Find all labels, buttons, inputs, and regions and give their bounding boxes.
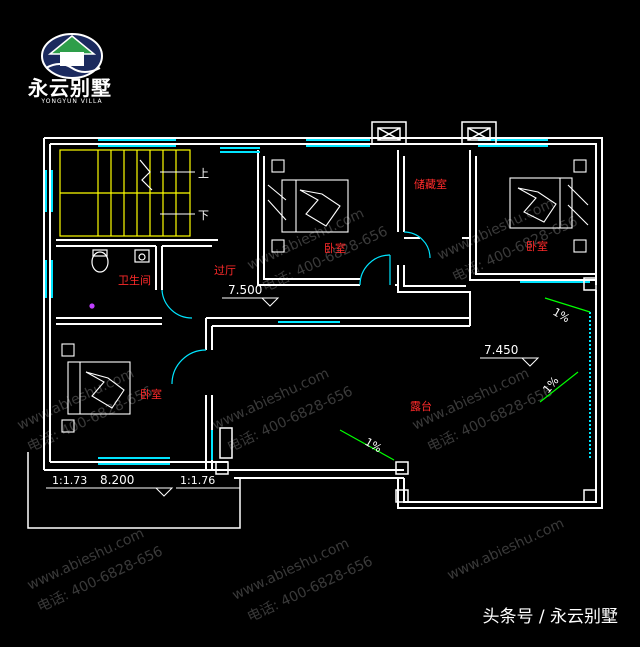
bedroom3-furniture bbox=[61, 343, 131, 433]
bathroom-fixtures bbox=[89, 249, 150, 309]
elevation-balcony: 8.200 bbox=[100, 473, 134, 487]
label-bedroom-3: 卧室 bbox=[140, 387, 162, 401]
staircase bbox=[59, 149, 191, 237]
stair-down-label: 下 bbox=[198, 209, 209, 222]
brand-logo bbox=[41, 33, 103, 79]
terrace-posts bbox=[215, 277, 597, 503]
interior-walls bbox=[56, 150, 596, 470]
elevation-terrace: 7.450 bbox=[484, 343, 518, 357]
bedroom1-furniture bbox=[267, 159, 349, 253]
slope-terrace-top: 1% bbox=[551, 305, 573, 325]
label-terrace: 露台 bbox=[410, 399, 432, 413]
exterior-walls bbox=[43, 137, 603, 509]
watermark-site: www.abieshu.com bbox=[445, 516, 567, 584]
bedroom2-furniture bbox=[509, 159, 589, 253]
windows bbox=[45, 139, 591, 465]
watermark-layer: www.abieshu.com 电话: 400-6828-656 www.abi… bbox=[15, 196, 580, 626]
room-labels: 卫生间 过厅 卧室 储藏室 卧室 卧室 露台 bbox=[118, 177, 548, 413]
vent-stacks bbox=[371, 121, 497, 145]
doors bbox=[161, 231, 431, 385]
elevation-hall: 7.500 bbox=[228, 283, 262, 297]
slope-balcony-right: 1:1.76 bbox=[180, 474, 215, 487]
balcony-outline bbox=[27, 452, 241, 529]
brand-name-cn: 永云别墅 bbox=[28, 76, 112, 100]
label-storage: 储藏室 bbox=[414, 177, 447, 191]
stair-up-label: 上 bbox=[198, 167, 209, 180]
elevation-markers bbox=[46, 297, 540, 497]
footer-credit: 头条号 / 永云别墅 bbox=[482, 607, 618, 627]
label-bathroom: 卫生间 bbox=[118, 273, 151, 287]
label-bedroom-2: 卧室 bbox=[526, 239, 548, 253]
slope-balcony-left: 1:1.73 bbox=[52, 474, 87, 487]
drain-arrows bbox=[339, 297, 591, 461]
label-bedroom-1: 卧室 bbox=[324, 241, 346, 255]
stair-arrows bbox=[160, 171, 195, 215]
brand-name-en: YONGYUN VILLA bbox=[41, 98, 103, 105]
label-hall: 过厅 bbox=[214, 264, 236, 277]
